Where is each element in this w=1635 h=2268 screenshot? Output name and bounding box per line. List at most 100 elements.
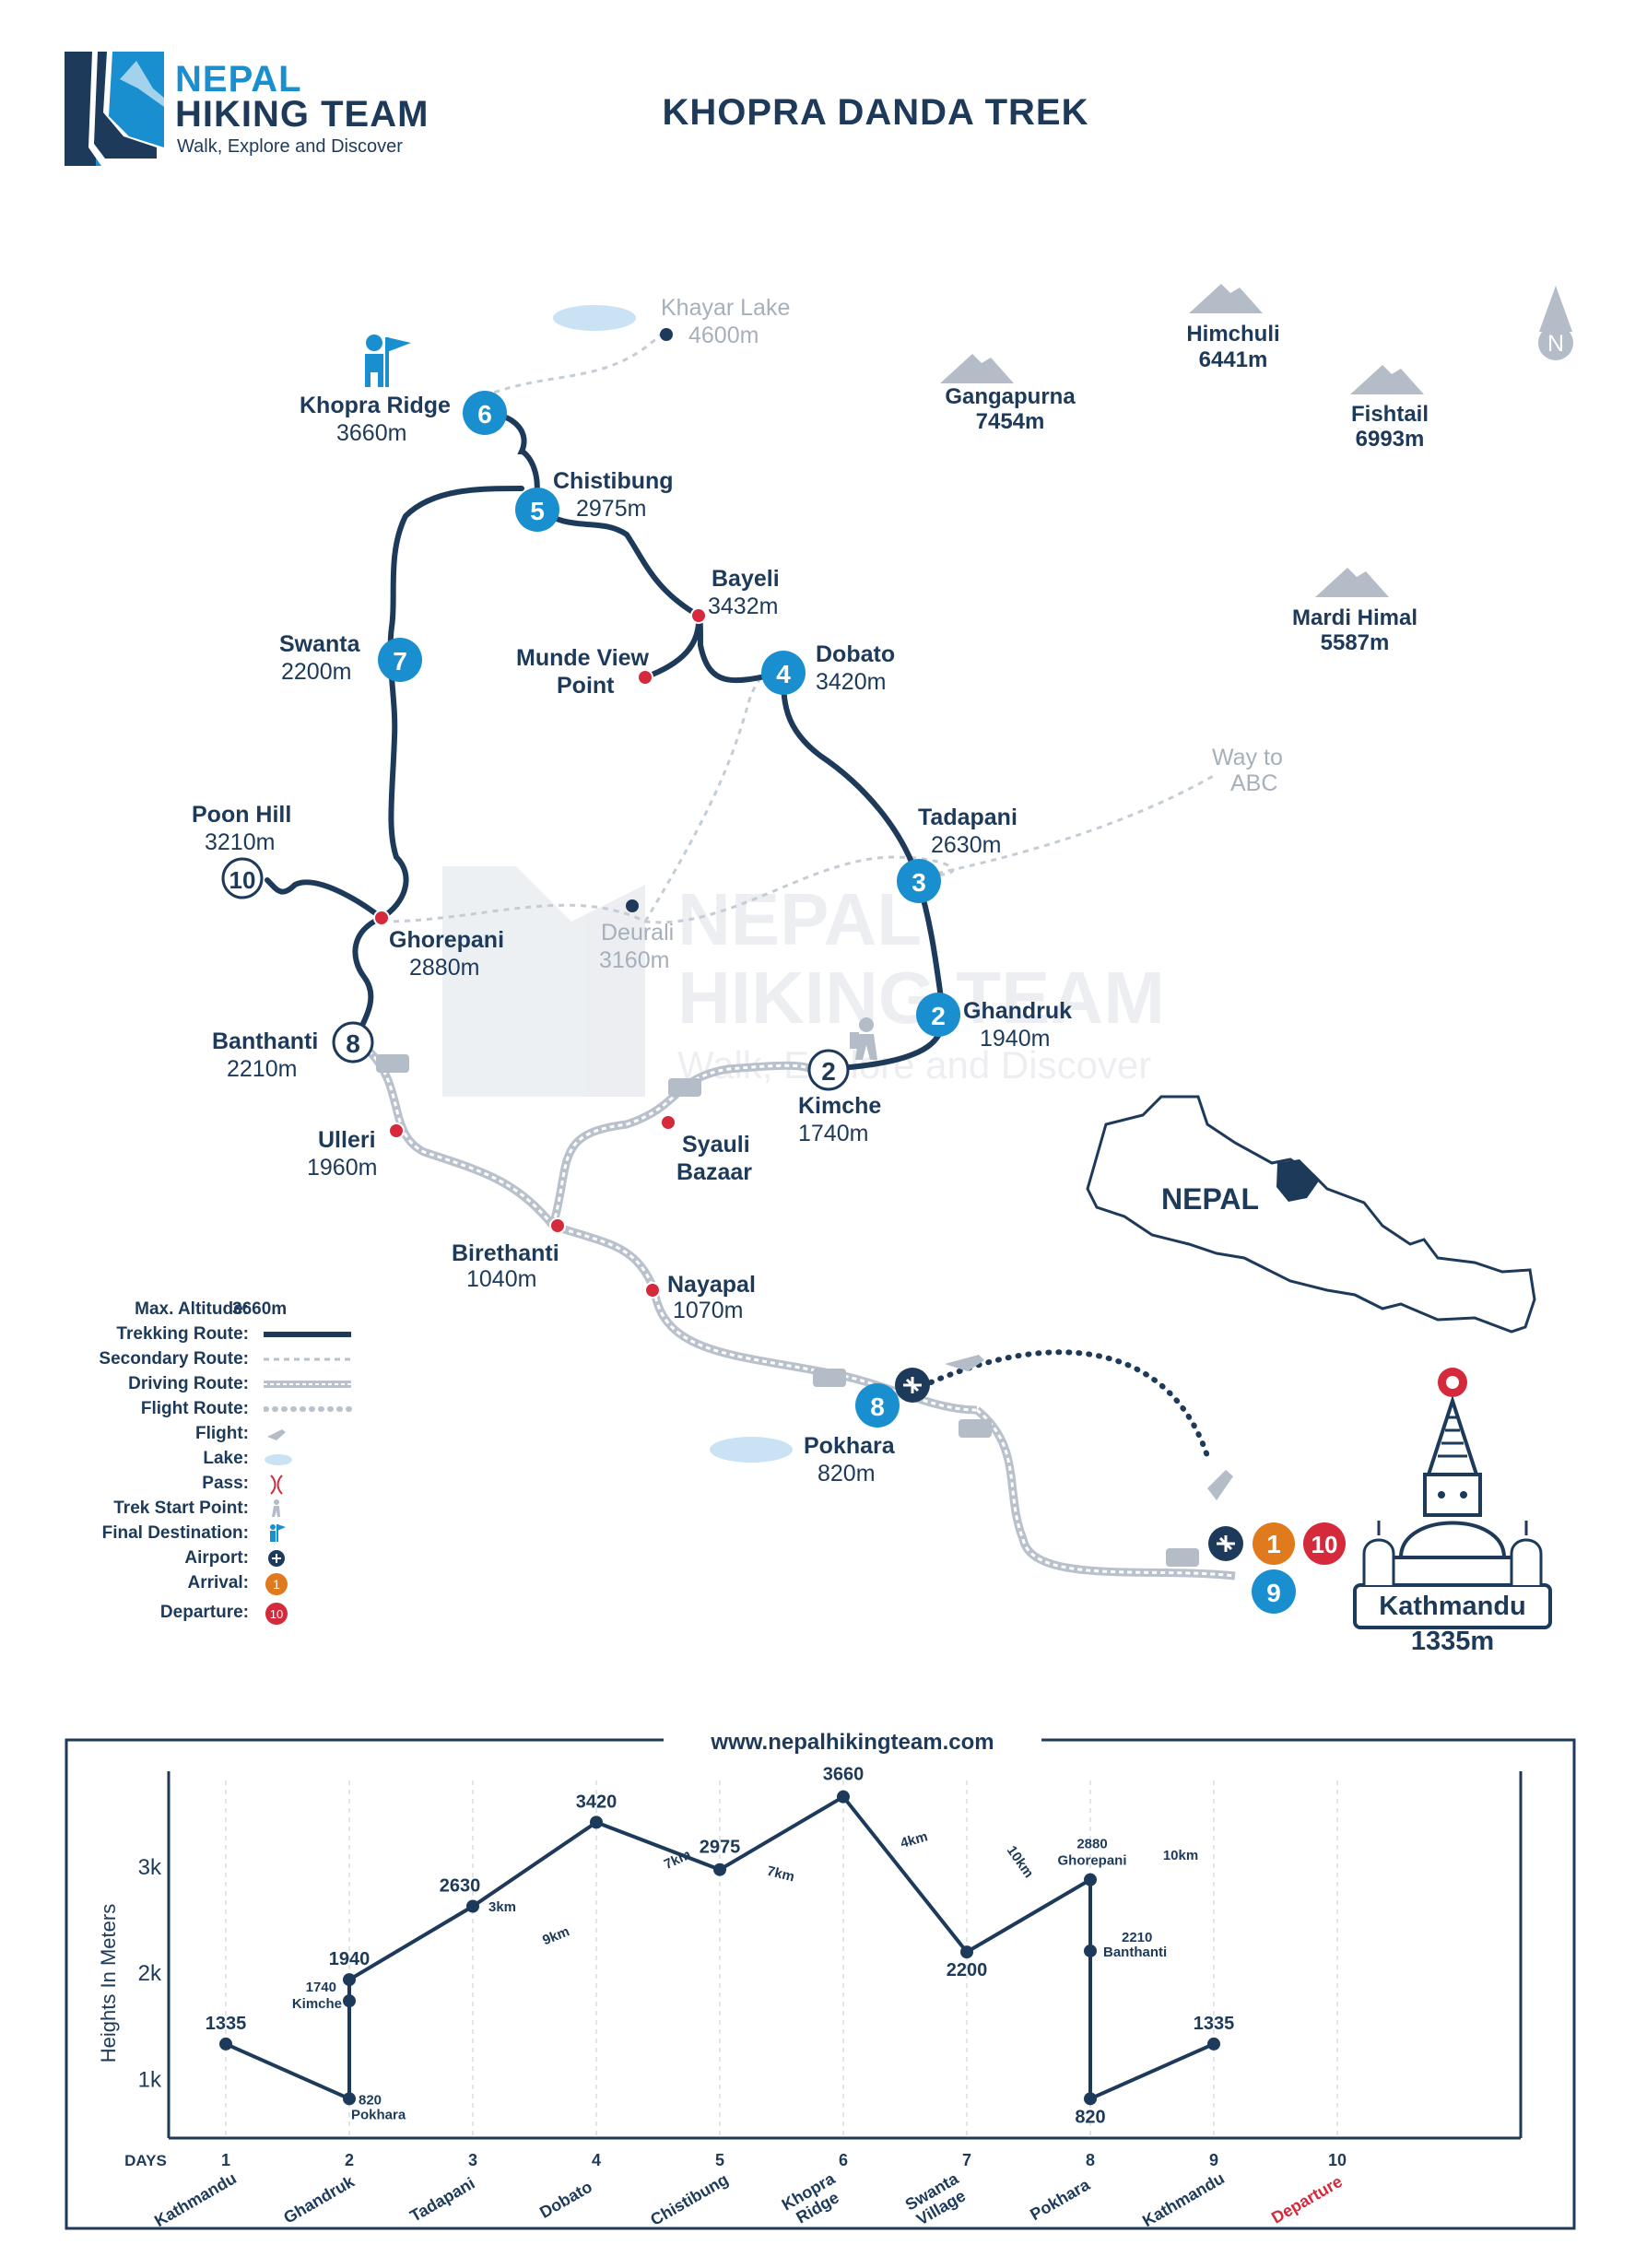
y-tick-label: 1k [138,2068,162,2093]
brand-logo[interactable]: NEPAL HIKING TEAM Walk, Explore and Disc… [65,52,452,166]
svg-text:2: 2 [931,1002,946,1030]
khopra-ridge-name: Khopra Ridge [300,393,451,418]
y-tick-label: 3k [138,1855,162,1880]
day-badge-9-kathmandu: 9 [1252,1569,1296,1614]
data-point [1084,1873,1097,1886]
svg-text:10: 10 [1312,1531,1338,1558]
data-label: 820 [359,2092,382,2108]
data-point [713,1863,726,1876]
legend-label: Airport: [184,1548,249,1568]
flag-person-icon [270,1524,286,1542]
chart-frame [65,1738,1576,2230]
stop-labels: Ghandruk 1940m Tadapani 2630m Dobato 342… [192,393,1072,1487]
ghandruk-alt: 1940m [980,1026,1050,1052]
legend-label: Trekking Route: [116,1324,249,1344]
data-label: 2630 [440,1876,481,1897]
x-tick-label: 8 [1086,2151,1095,2169]
y-tick-label: 2k [138,1961,162,1986]
tadapani-name: Tadapani [918,805,1017,830]
day-badge-10-poon-hill: 10 [221,857,264,899]
swanta-name: Swanta [279,631,361,657]
data-sublabel: Banthanti [1103,1945,1167,1960]
distance-label: 4km [899,1828,930,1851]
fishtail-alt: 6993m [1356,427,1425,452]
secondary-route-abc [925,772,1217,877]
day-badge-8-pokhara: 8 [855,1383,900,1428]
pokhara-airport-icon[interactable] [895,1368,930,1403]
himchuli-alt: 6441m [1199,347,1268,372]
legend-label: Flight: [194,1424,249,1443]
gangapurna-mountain-icon [940,354,1014,383]
plane-icon [267,1429,286,1440]
birethanti-name: Birethanti [452,1240,559,1266]
nayapal-alt: 1070m [673,1298,743,1323]
khayar-lake-icon [553,305,636,331]
legend-row: Flight Route: [37,1397,354,1422]
day-stop-badges: 2 3 4 5 6 7 8 9 2 8 10 [221,391,1296,1614]
legend-row: Lake: [37,1447,350,1472]
deurali-name: Deurali [601,920,674,946]
deurali-alt: 3160m [599,947,669,973]
side-place-labels: Khayar Lake 4600m Deurali 3160m Way to A… [599,295,1283,973]
chart-title: www.nepalhikingteam.com [710,1730,994,1755]
departure-badge-icon: 10 [265,1603,288,1625]
day-badge-7-swanta: 7 [378,638,422,682]
svg-text:8: 8 [346,1029,360,1058]
brand-name-line1: NEPAL [175,59,302,100]
trek-route-map: NEPAL HIKING TEAM Walk, Explore and Disc… [192,284,1573,1656]
kimche-name: Kimche [798,1093,881,1119]
distance-label: 3km [488,1899,516,1915]
flight-route-icon [264,1406,354,1412]
data-point [1084,1944,1097,1957]
secondary-route-icon [264,1357,351,1361]
svg-text:3: 3 [912,868,926,897]
ghorepani-alt: 2880m [409,955,479,981]
nepal-country-outline [1086,1095,1536,1334]
data-point [343,2092,356,2106]
x-tick-label: 4 [592,2151,601,2169]
map-legend: Max. Altitude: 3660m Trekking Route: Sec… [37,1298,354,1630]
way-to-label: Way to [1212,745,1283,770]
data-label: 820 [1075,2107,1105,2127]
data-label: 3660 [823,1765,865,1785]
svg-text:9: 9 [1266,1579,1281,1607]
legend-label: Pass: [202,1474,249,1493]
svg-text:8: 8 [870,1393,885,1421]
x-tick-label: 10 [1328,2151,1347,2169]
brand-name-line2: HIKING TEAM [175,94,429,135]
ghandruk-name: Ghandruk [963,998,1072,1024]
legend-label: Driving Route: [128,1374,249,1393]
legend-label: Flight Route: [140,1399,249,1418]
legend-label: Max. Altitude: [135,1299,249,1319]
munde-name-line2: Point [557,673,615,699]
legend-row: Pass: [37,1472,350,1497]
altitude-profile-chart: www.nepalhikingteam.com Heights In Meter… [65,1725,1576,2230]
ulleri-alt: 1960m [307,1155,377,1181]
brand-tagline: Walk, Explore and Discover [177,136,403,157]
day-badge-4-dobato: 4 [761,651,806,695]
day-name-label: Kathmandu [151,2168,240,2230]
mardi-himal-name: Mardi Himal [1292,605,1417,630]
dobato-alt: 3420m [816,669,886,695]
trek-chistibung-khopra [482,410,540,510]
x-tick-label: 2 [345,2151,354,2169]
arrival-badge: 1 [1253,1522,1295,1565]
kathmandu-airport-icon[interactable] [1208,1526,1243,1561]
x-tick-label: 6 [839,2151,848,2169]
departure-badge: 10 [1303,1522,1346,1565]
secondary-route-khayar [483,330,665,398]
ulleri-name: Ulleri [318,1127,376,1153]
mardi-himal-alt: 5587m [1321,630,1390,655]
bus-icon [959,1419,992,1438]
trek-ghorepani-banthanti [352,915,384,1042]
svg-text:2: 2 [821,1057,836,1086]
syauli-name-line2: Bazaar [676,1159,752,1185]
trekking-route-icon [264,1332,351,1337]
plane-icon [945,1355,984,1371]
day-name-label: Dobato [536,2178,595,2222]
kathmandu-altitude: 1335m [1411,1627,1494,1656]
legend-row: Flight: [37,1422,350,1447]
day-name-label: Departure [1268,2172,1346,2227]
data-label: 2880 [1076,1837,1107,1852]
data-point [1207,2037,1220,2051]
